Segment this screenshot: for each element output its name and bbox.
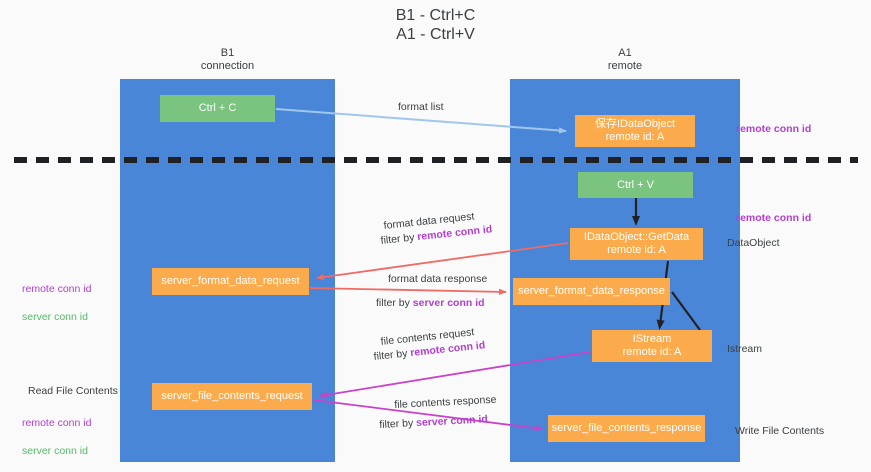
note-remote-conn-id-mid: remote conn id bbox=[736, 212, 812, 224]
box-server-format-data-response[interactable]: server_format_data_response bbox=[513, 278, 670, 305]
note-read-file-contents: Read File Contents bbox=[28, 385, 118, 397]
box-save-idataobject[interactable]: 保存IDataObject remote id: A bbox=[575, 115, 695, 147]
filter-prefix: filter by bbox=[376, 297, 413, 309]
box-ctrl-v[interactable]: Ctrl + V bbox=[578, 172, 693, 198]
box-server-file-contents-response[interactable]: server_file_contents_response bbox=[548, 415, 705, 442]
note-istream: Istream bbox=[727, 343, 763, 355]
connector-format-data-response bbox=[309, 287, 507, 296]
edge-label-format-list: format list bbox=[398, 101, 444, 113]
filter-key-server-conn-id: server conn id bbox=[412, 297, 485, 309]
box-ctrl-c[interactable]: Ctrl + C bbox=[160, 95, 275, 122]
swimlane-header-b1: B1 connection bbox=[200, 47, 255, 72]
note-write-file-contents: Write File Contents bbox=[735, 425, 825, 437]
note-left-server-conn-id-2: server conn id bbox=[22, 445, 88, 457]
box-idataobject-getdata[interactable]: IDataObject::GetData remote id: A bbox=[570, 228, 703, 260]
swimlane-header-a1: A1 remote bbox=[607, 47, 643, 72]
page-title: B1 - Ctrl+C A1 - Ctrl+V bbox=[395, 7, 476, 43]
note-remote-conn-id-top: remote conn id bbox=[736, 123, 812, 135]
note-left-remote-conn-id-2: remote conn id bbox=[22, 417, 92, 429]
edge-label-file-contents-response: file contents response bbox=[394, 393, 497, 411]
note-left-remote-conn-id: remote conn id bbox=[22, 283, 92, 295]
filter-prefix: filter by bbox=[379, 417, 417, 431]
filter-prefix: filter by bbox=[373, 347, 411, 363]
note-left-conn-ids-top: remote conn id server conn id bbox=[22, 268, 91, 338]
note-dataobject: DataObject bbox=[727, 237, 780, 249]
box-istream[interactable]: IStream remote id: A bbox=[592, 330, 712, 362]
filter-key-server-conn-id: server conn id bbox=[415, 413, 489, 430]
note-left-conn-ids-bottom: remote conn id server conn id bbox=[22, 402, 91, 472]
box-server-file-contents-request[interactable]: server_file_contents_request bbox=[152, 383, 312, 410]
note-left-server-conn-id: server conn id bbox=[22, 311, 88, 323]
edge-label-file-contents-response-filter: filter by server conn id bbox=[379, 412, 488, 433]
edge-label-format-data-response-filter: filter by server conn id bbox=[376, 296, 485, 311]
edge-label-format-data-response: format data response bbox=[388, 273, 488, 285]
filter-prefix: filter by bbox=[380, 231, 418, 247]
box-server-format-data-request[interactable]: server_format_data_request bbox=[152, 268, 309, 295]
